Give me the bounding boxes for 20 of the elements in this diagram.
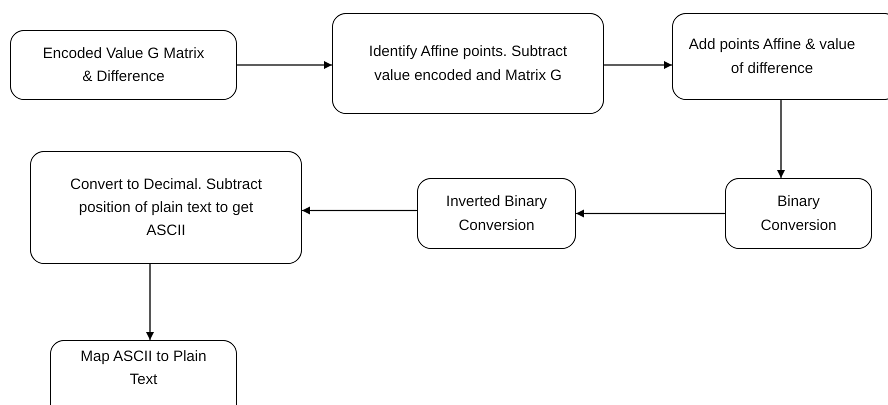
process-box	[30, 151, 302, 264]
box-text: Convert to Decimal. Subtract position of plain text to get ASCII	[69, 174, 263, 242]
process-box	[10, 30, 237, 100]
box-text: Encoded Value G Matrix & Difference	[42, 44, 206, 87]
arrow	[146, 264, 154, 340]
box-text: Binary Conversion	[760, 192, 838, 236]
arrow	[604, 61, 672, 69]
arrow	[576, 210, 725, 218]
process-box	[50, 340, 237, 405]
arrow	[302, 206, 417, 214]
process-box	[672, 13, 888, 100]
process-box	[417, 178, 576, 249]
box-text: Identify Affine points. Subtract value encoded and Matrix G	[368, 42, 568, 86]
box-text: Map ASCII to Plain Text	[80, 347, 208, 390]
process-box	[725, 178, 872, 249]
box-text: Add points Affine & value of difference	[688, 35, 856, 78]
process-box	[332, 13, 604, 114]
arrow	[777, 100, 785, 178]
box-text: Inverted Binary Conversion	[445, 192, 548, 236]
arrow	[237, 61, 332, 69]
